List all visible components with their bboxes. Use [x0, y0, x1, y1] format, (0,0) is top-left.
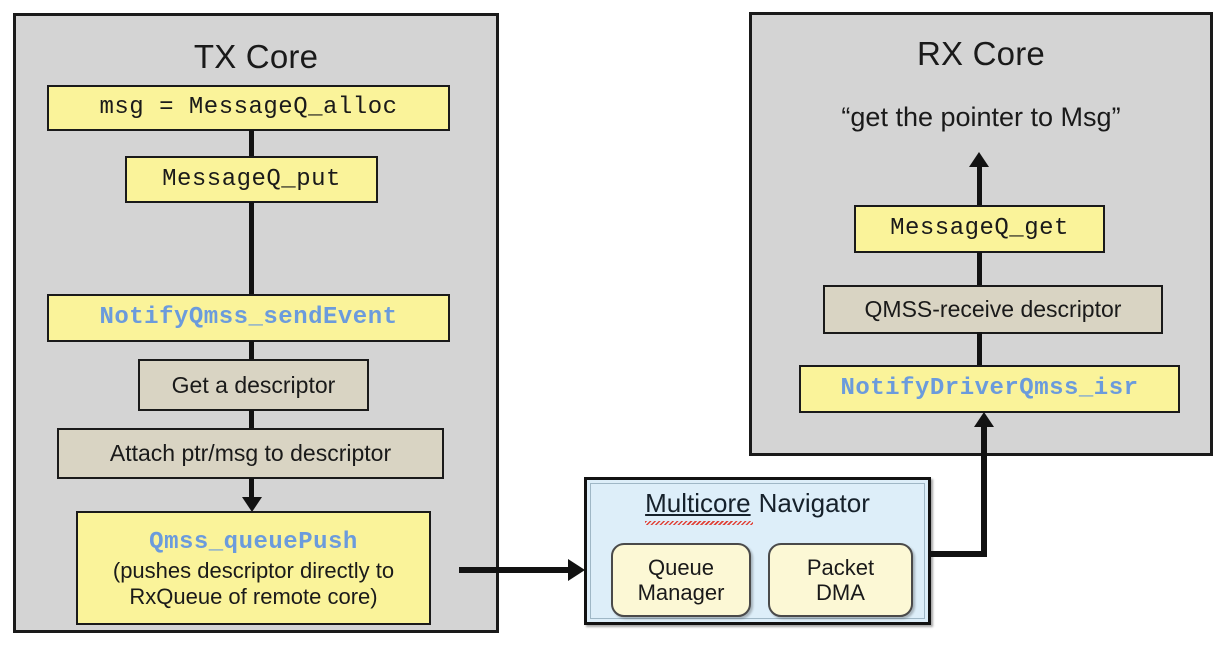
node-qmss-receive-descriptor[interactable]: QMSS-receive descriptor [823, 285, 1163, 334]
arrowhead-right-to-navigator [568, 559, 585, 581]
arrowhead-down-to-queuepush [242, 497, 262, 512]
node-notifyqmss-sendevent[interactable]: NotifyQmss_sendEvent [47, 294, 450, 342]
connector-alloc-to-put [249, 130, 254, 158]
node-attach-ptr-msg[interactable]: Attach ptr/msg to descriptor [57, 428, 444, 479]
node-qmss-receive-descriptor-label: QMSS-receive descriptor [864, 296, 1122, 323]
node-qmss-queuepush[interactable]: Qmss_queuePush (pushes descriptor direct… [76, 511, 431, 625]
node-notifyqmss-sendevent-label: NotifyQmss_sendEvent [99, 304, 398, 332]
connector-isr-to-qmssrecv [977, 332, 982, 367]
node-messageq-get-label: MessageQ_get [890, 215, 1069, 243]
navigator-title-misspelled-word: Multicore [645, 488, 751, 518]
connector-txcore-to-navigator [459, 567, 573, 573]
node-qmss-queuepush-sub-line-2: RxQueue of remote core) [129, 583, 378, 609]
navigator-block-queue-manager[interactable]: Queue Manager [611, 543, 751, 617]
node-notifydriverqmss-isr-label: NotifyDriverQmss_isr [840, 375, 1139, 403]
connector-attach-to-queuepush [249, 478, 254, 500]
rx-core-quote-label: “get the pointer to Msg” [841, 102, 1121, 132]
connector-navigator-to-rxcore-vertical [981, 425, 987, 557]
node-notifydriverqmss-isr[interactable]: NotifyDriverQmss_isr [799, 365, 1180, 413]
arrowhead-up-to-quote [969, 152, 989, 167]
node-qmss-queuepush-sub-line-1: (pushes descriptor directly to [112, 558, 395, 584]
node-messageq-get[interactable]: MessageQ_get [854, 205, 1105, 253]
node-messageq-alloc[interactable]: msg = MessageQ_alloc [47, 85, 450, 131]
connector-getdesc-to-attach [249, 410, 254, 430]
node-messageq-put-label: MessageQ_put [162, 165, 341, 193]
connector-put-to-sendevent [249, 202, 254, 296]
navigator-block-packet-dma[interactable]: Packet DMA [768, 543, 913, 617]
tx-core-title: TX Core [193, 38, 319, 75]
node-get-a-descriptor[interactable]: Get a descriptor [138, 359, 369, 411]
queue-manager-line-1: Queue [647, 554, 715, 580]
node-messageq-put[interactable]: MessageQ_put [125, 156, 378, 203]
node-messageq-alloc-label: msg = MessageQ_alloc [99, 94, 398, 122]
connector-msgqget-to-quote [977, 163, 982, 207]
connector-qmssrecv-to-msgqget [977, 252, 982, 287]
node-attach-ptr-msg-label: Attach ptr/msg to descriptor [109, 440, 392, 467]
connector-navigator-to-rxcore-horizontal [928, 551, 987, 557]
packet-dma-line-2: DMA [816, 580, 865, 605]
node-qmss-queuepush-label: Qmss_queuePush [149, 528, 358, 556]
navigator-title-rest: Navigator [758, 488, 870, 518]
packet-dma-line-1: Packet [806, 554, 875, 580]
queue-manager-line-2: Manager [637, 580, 725, 605]
rx-core-title: RX Core [917, 35, 1045, 72]
node-get-a-descriptor-label: Get a descriptor [171, 371, 336, 398]
connector-sendevent-to-getdesc [249, 341, 254, 361]
arrowhead-up-to-isr [974, 412, 994, 427]
